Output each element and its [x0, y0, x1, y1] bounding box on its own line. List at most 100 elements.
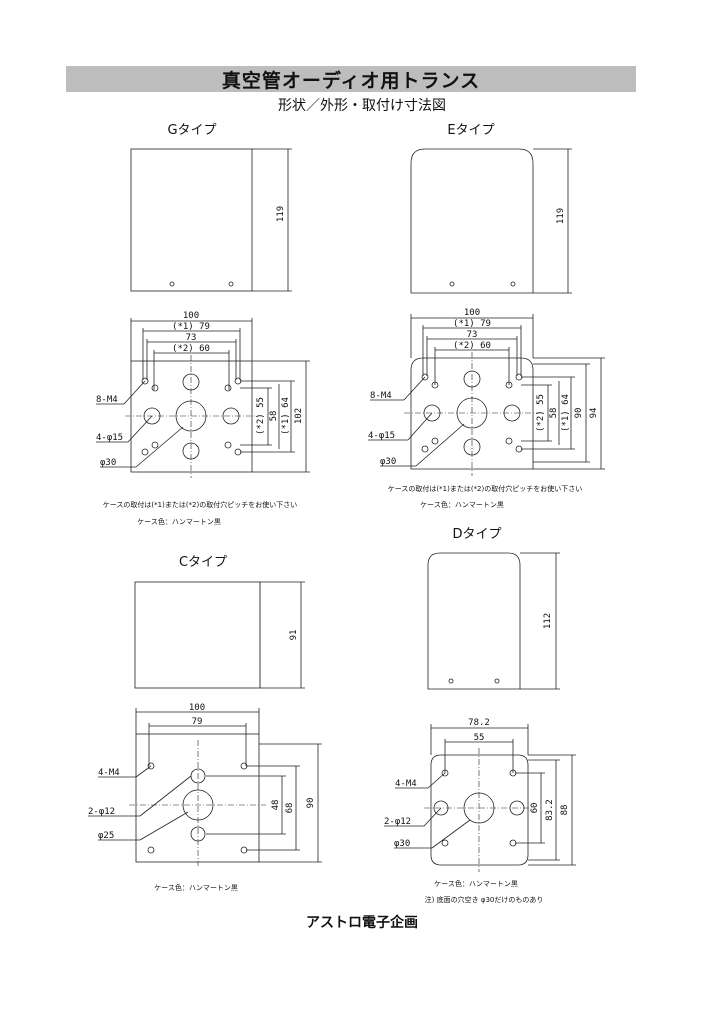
g-dim-55: (*2) 55 [256, 397, 266, 435]
e-type-group: Eタイプ 119 100 (*1) 79 73 (*2) 60 [368, 123, 605, 509]
e-m4-hole-1 [421, 373, 429, 381]
e-dim-55: (*2) 55 [536, 394, 546, 432]
c-side-view [134, 581, 261, 689]
c-m4-hole-3 [147, 846, 155, 854]
d-dim-83-2: 83.2 [545, 799, 555, 821]
c-type-group: Cタイプ 91 100 79 48 68 90 4-M4 2-φ12 [88, 555, 322, 892]
e-dim-100: 100 [464, 308, 480, 318]
d-side-hole-left [448, 678, 454, 684]
e-dim-73: 73 [467, 330, 478, 340]
g-hole-right [222, 407, 240, 425]
c-label-p25: φ25 [98, 831, 114, 841]
g-side-view [130, 148, 253, 292]
g-m4-hole-1 [141, 377, 149, 385]
e-dim-94: 94 [589, 408, 599, 419]
e-center-hole [456, 397, 488, 429]
e-side-view [410, 148, 534, 294]
d-hole-left [433, 800, 449, 816]
company-name: アストロ電子企画 [306, 915, 418, 931]
g-m4-hole-5 [151, 384, 159, 392]
g-label-m4: 8-M4 [96, 395, 118, 405]
e-side-hole-left [449, 281, 455, 287]
e-m4-hole-7 [431, 437, 439, 445]
g-dim-73: 73 [186, 333, 197, 343]
g-side-hole-left [169, 281, 175, 287]
d-label-p30: φ30 [394, 839, 410, 849]
c-dim-79: 79 [192, 717, 203, 727]
d-note-hole: 注) 底面の穴空き φ30だけのものあり [425, 895, 544, 904]
e-m4-hole-8 [505, 437, 513, 445]
e-height-label: 119 [556, 208, 566, 224]
c-dim-68: 68 [285, 803, 295, 814]
e-side-hole-right [510, 281, 516, 287]
c-height-label: 91 [289, 630, 299, 641]
g-label-p30: φ30 [100, 458, 116, 468]
d-label-p12: 2-φ12 [384, 817, 411, 827]
e-m4-hole-6 [505, 381, 513, 389]
g-m4-hole-6 [224, 384, 232, 392]
c-dim-100: 100 [189, 703, 205, 713]
d-center-hole [463, 792, 495, 824]
d-type-group: Dタイプ 112 78.2 55 60 83.2 88 4-M4 [384, 527, 576, 904]
g-type-heading: Gタイプ [167, 123, 216, 138]
c-bottom-view [135, 733, 260, 863]
e-dim-58: 58 [549, 408, 559, 419]
e-dim-60: (*2) 60 [453, 341, 491, 351]
title-bar: 真空管オーディオ用トランス [66, 66, 636, 92]
e-dim-79: (*1) 79 [453, 319, 491, 329]
c-label-m4: 4-M4 [98, 768, 120, 778]
g-hole-top [182, 373, 200, 391]
d-type-heading: Dタイプ [452, 527, 501, 542]
g-side-hole-right [228, 281, 234, 287]
d-height-label: 112 [543, 613, 553, 629]
g-label-p15: 4-φ15 [96, 433, 123, 443]
e-label-p15: 4-φ15 [368, 431, 395, 441]
g-dim-58: 58 [269, 411, 279, 422]
e-label-p30: φ30 [380, 457, 396, 467]
e-type-heading: Eタイプ [447, 123, 494, 138]
e-hole-left [423, 404, 441, 422]
c-m4-hole-1 [147, 762, 155, 770]
e-hole-top [463, 370, 481, 388]
e-dim-90: 90 [574, 408, 584, 419]
e-note-mounting: ケースの取付は(*1)または(*2)の取付穴ピッチをお使い下さい [388, 484, 582, 493]
d-dim-60: 60 [530, 803, 540, 814]
g-dim-79: (*1) 79 [172, 322, 210, 332]
d-dim-78-2: 78.2 [468, 718, 490, 728]
g-hole-left [143, 407, 161, 425]
g-m4-hole-7 [151, 441, 159, 449]
g-dim-64: (*1) 64 [281, 397, 291, 435]
d-side-hole-right [494, 678, 500, 684]
c-hole-bottom [190, 826, 206, 842]
c-label-p12: 2-φ12 [88, 807, 115, 817]
c-note-color: ケース色：ハンマートン黒 [154, 883, 238, 892]
c-center-hole [182, 789, 214, 821]
g-hole-bottom [182, 442, 200, 460]
d-dim-55: 55 [474, 733, 485, 743]
g-dim-100: 100 [183, 311, 199, 321]
d-dim-88: 88 [560, 805, 570, 816]
d-m4-hole-3 [441, 839, 449, 847]
e-hole-right [503, 404, 521, 422]
g-dim-60: (*2) 60 [172, 344, 210, 354]
d-side-view [427, 552, 521, 690]
e-m4-hole-3 [421, 445, 429, 453]
g-height-label: 119 [276, 206, 286, 222]
g-m4-hole-3 [141, 448, 149, 456]
d-note-color: ケース色：ハンマートン黒 [434, 879, 518, 888]
g-note-mounting: ケースの取付は(*1)または(*2)の取付穴ピッチをお使い下さい [103, 500, 297, 509]
d-label-m4: 4-M4 [395, 779, 417, 789]
g-type-group: Gタイプ 119 100 (*1) 79 73 (*2) 60 [96, 123, 310, 526]
page-title: 真空管オーディオ用トランス [221, 69, 481, 92]
e-m4-hole-5 [431, 381, 439, 389]
e-note-color: ケース色：ハンマートン黒 [420, 500, 504, 509]
page-subtitle: 形状／外形・取付け寸法図 [278, 98, 446, 114]
d-hole-right [509, 800, 525, 816]
g-dim-102: 102 [294, 408, 304, 424]
e-dim-64: (*1) 64 [561, 394, 571, 432]
e-label-m4: 8-M4 [370, 391, 392, 401]
g-center-hole [175, 400, 207, 432]
c-type-heading: Cタイプ [179, 555, 227, 570]
c-dim-48: 48 [271, 800, 281, 811]
